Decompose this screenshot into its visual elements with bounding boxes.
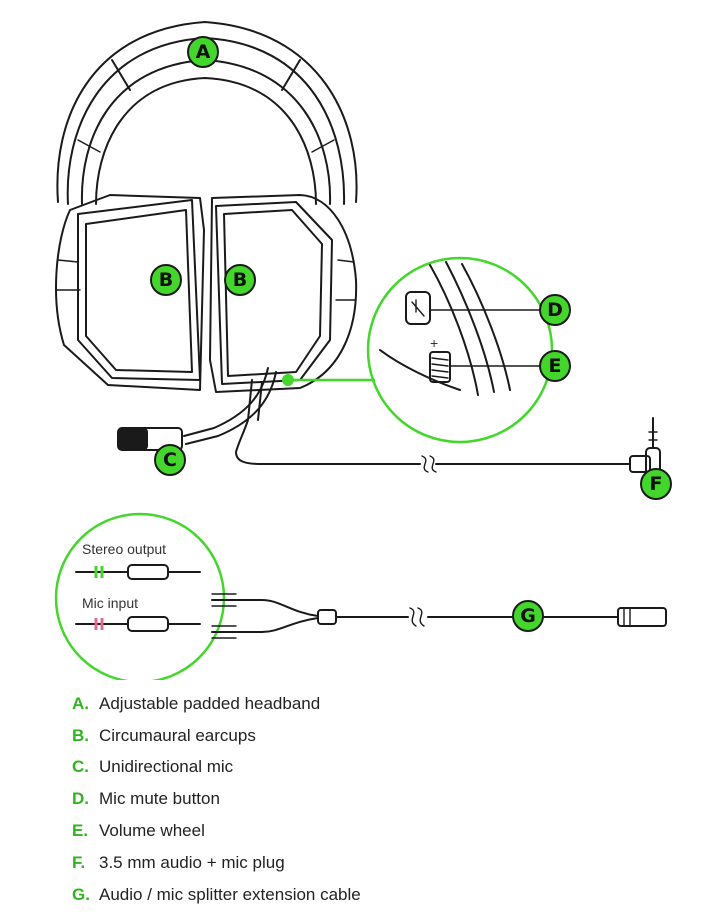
svg-text:B: B <box>159 269 173 291</box>
left-earcup <box>55 194 205 391</box>
svg-text:F: F <box>650 473 663 495</box>
legend-item: A. Adjustable padded headband <box>72 688 361 720</box>
splitter-cable <box>211 593 667 639</box>
svg-text:A: A <box>196 41 211 63</box>
legend-text: Volume wheel <box>99 821 205 841</box>
mic-boom <box>117 367 277 451</box>
legend-letter: A. <box>72 693 89 713</box>
legend-letter: E. <box>72 821 89 841</box>
callout-e: E <box>539 350 571 382</box>
legend-item: B. Circumaural earcups <box>72 720 361 752</box>
svg-text:+: + <box>430 335 438 351</box>
legend-letter: B. <box>72 725 89 745</box>
right-earcup <box>209 194 358 393</box>
legend-text: Adjustable padded headband <box>99 693 321 713</box>
callout-g: G <box>512 600 544 632</box>
callout-f: F <box>640 468 672 500</box>
callout-b-right: B <box>224 264 256 296</box>
legend-item: G. Audio / mic splitter extension cable <box>72 879 361 911</box>
headset-diagram: + Stereo output Mic input <box>54 21 672 680</box>
legend-letter: D. <box>72 789 89 809</box>
headset-cable <box>235 379 661 477</box>
legend-item: C. Unidirectional mic <box>72 752 361 784</box>
svg-text:E: E <box>549 355 562 377</box>
mic-input-label: Mic input <box>82 595 138 611</box>
legend-text: 3.5 mm audio + mic plug <box>99 852 285 872</box>
legend-text: Circumaural earcups <box>99 725 256 745</box>
controls-inset: + <box>366 256 554 444</box>
callout-d: D <box>539 294 571 326</box>
legend-letter: C. <box>72 757 89 777</box>
legend-text: Audio / mic splitter extension cable <box>99 884 361 904</box>
callout-a: A <box>187 36 219 68</box>
splitter-inset: Stereo output Mic input <box>54 512 226 680</box>
svg-text:C: C <box>163 449 177 471</box>
legend-item: E. Volume wheel <box>72 815 361 847</box>
legend-letter: F. <box>72 852 86 872</box>
callout-b-left: B <box>150 264 182 296</box>
legend-item: F. 3.5 mm audio + mic plug <box>72 847 361 879</box>
callout-c: C <box>154 444 186 476</box>
svg-text:B: B <box>233 269 247 291</box>
legend-text: Mic mute button <box>99 789 220 809</box>
svg-text:D: D <box>547 299 563 321</box>
legend-letter: G. <box>72 884 90 904</box>
stereo-output-label: Stereo output <box>82 541 166 557</box>
legend-item: D. Mic mute button <box>72 783 361 815</box>
svg-text:G: G <box>520 605 536 627</box>
legend-text: Unidirectional mic <box>99 757 234 777</box>
